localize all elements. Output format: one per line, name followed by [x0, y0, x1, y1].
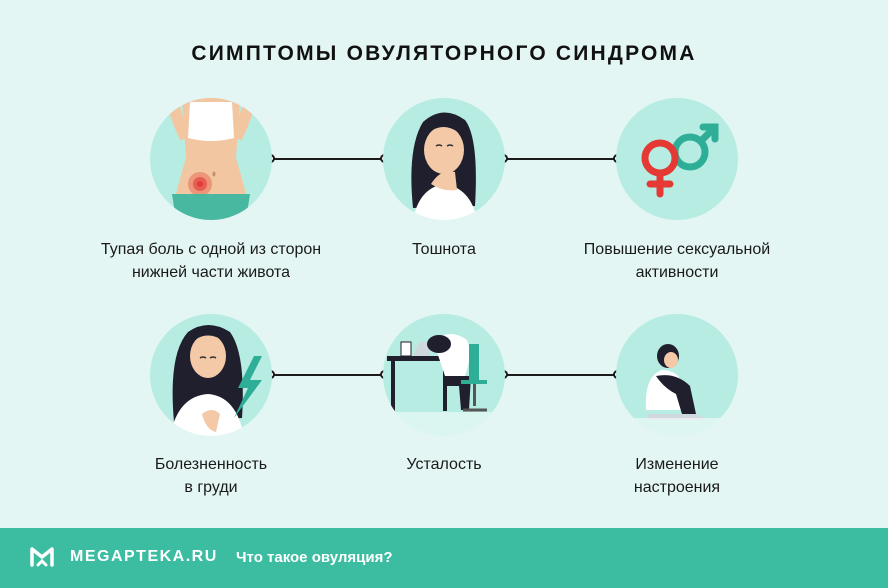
mood-change-icon: [616, 314, 738, 436]
footer-bar: MEGAPTEKA.RU Что такое овуляция?: [0, 528, 888, 588]
megapteka-logo-icon[interactable]: [29, 546, 55, 568]
connector-line: [272, 158, 384, 160]
connector-line: [505, 374, 617, 376]
chest-pain-icon: [150, 314, 272, 436]
page-title: СИМПТОМЫ ОВУЛЯТОРНОГО СИНДРОМА: [191, 42, 697, 65]
symptom-label-line: Тупая боль с одной из сторон: [100, 241, 322, 258]
symptom-label-line: в груди: [184, 479, 238, 496]
abdomen-pain-icon: [150, 98, 272, 220]
symptom-label-line: Изменение: [635, 456, 719, 473]
fatigue-desk-icon: [383, 314, 505, 436]
symptom-label-line: Усталость: [406, 456, 482, 473]
symptom-label-line: нижней части живота: [131, 264, 291, 281]
nausea-woman-icon: [383, 98, 505, 220]
symptom-label: Болезненность в груди: [66, 453, 356, 499]
symptom-label-line: Тошнота: [412, 241, 476, 258]
symptom-label-line: Болезненность: [154, 456, 268, 473]
symptom-label: Повышение сексуальной активности: [532, 238, 822, 284]
article-link[interactable]: Что такое овуляция?: [236, 549, 393, 566]
symptom-label-line: активности: [635, 264, 719, 281]
connector-line: [505, 158, 617, 160]
connector-line: [272, 374, 384, 376]
symptom-label: Тошнота: [299, 238, 589, 261]
symptom-label: Тупая боль с одной из сторон нижней част…: [66, 238, 356, 284]
symptom-label: Изменение настроения: [532, 453, 822, 499]
symptom-label: Усталость: [299, 453, 589, 476]
symptom-label-line: Повышение сексуальной: [583, 241, 771, 258]
symptom-label-line: настроения: [633, 479, 721, 496]
brand-name[interactable]: MEGAPTEKA.RU: [70, 548, 218, 565]
gender-symbols-icon: [616, 98, 738, 220]
